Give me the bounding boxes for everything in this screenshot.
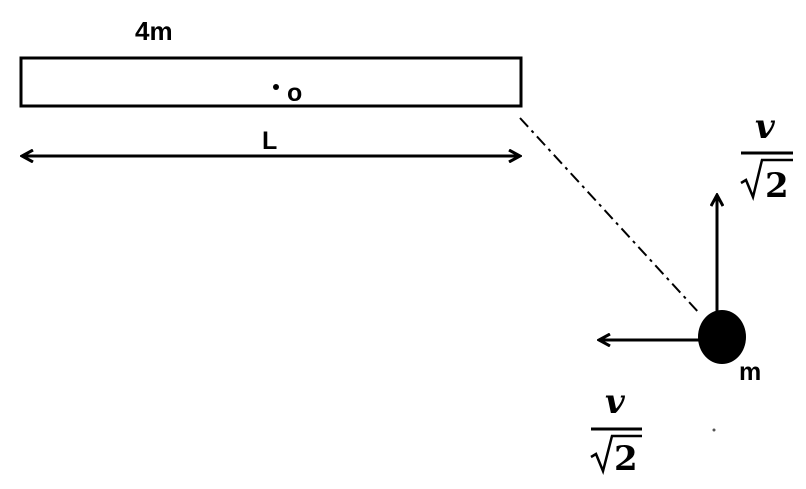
velocity-up-numerator: v: [755, 107, 776, 147]
particle: [698, 310, 746, 364]
center-label: o: [287, 79, 302, 107]
velocity-left-numerator: v: [605, 382, 626, 422]
velocity-left-denominator: 2: [614, 439, 638, 479]
rod: [19, 56, 523, 108]
particle-mass-label: m: [739, 358, 761, 386]
velocity-left-sqrt-sign: [590, 434, 642, 475]
velocity-up-denominator: 2: [765, 166, 789, 206]
velocity-up-label: v 2: [740, 107, 793, 206]
velocity-up-sqrt-sign: [740, 158, 793, 202]
rod-mass-label: 4m: [135, 16, 173, 46]
dash-dot-line: [519, 117, 701, 315]
velocity-left-label: v 2: [590, 382, 642, 479]
length-label: L: [262, 127, 277, 155]
stray-dot: [712, 428, 716, 432]
center-point: [273, 84, 279, 90]
